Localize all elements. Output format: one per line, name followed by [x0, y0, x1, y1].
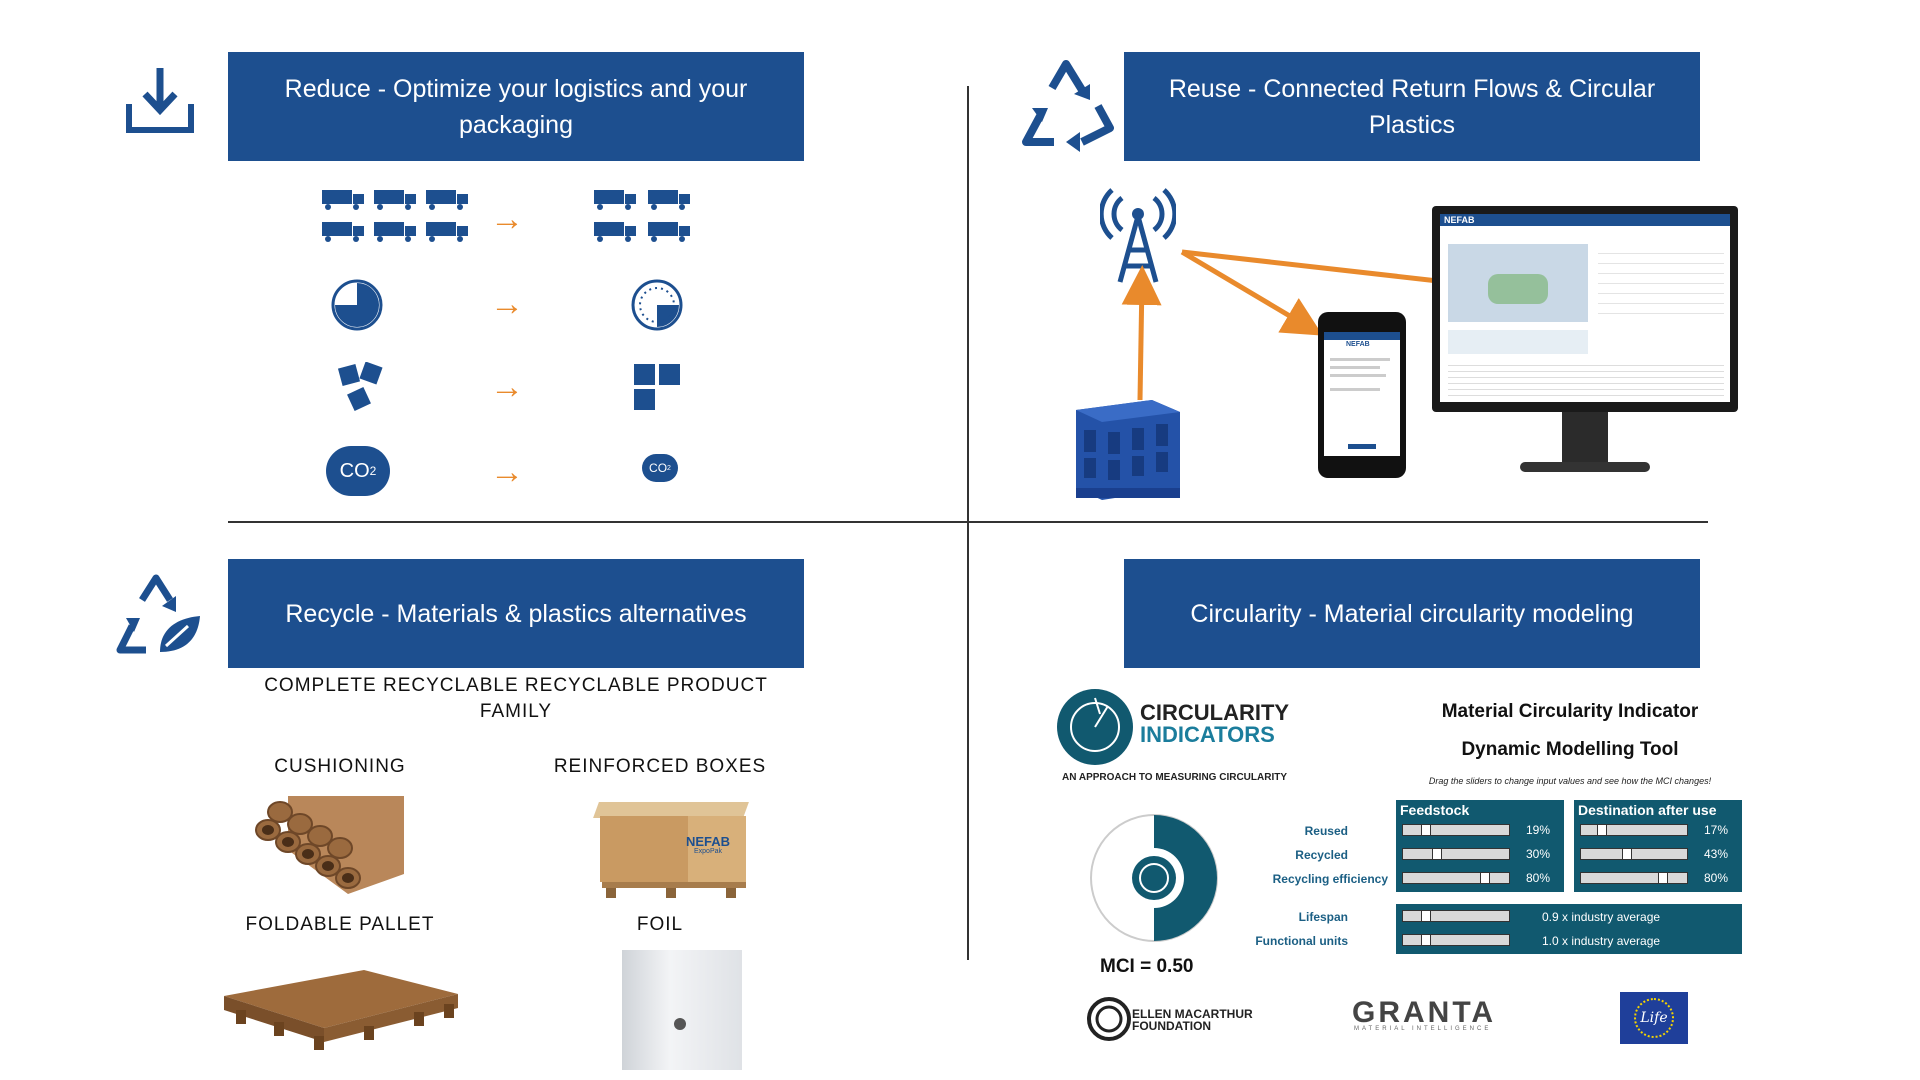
feedstock-header: Feedstock	[1400, 802, 1470, 818]
smartphone-image: NEFAB	[1318, 312, 1406, 478]
destination-panel: Destination after use 17% 43% 80%	[1574, 800, 1742, 892]
functional-units-value: 1.0 x industry average	[1542, 934, 1661, 948]
co2-text: CO	[339, 459, 370, 482]
reinforced-boxes-label: REINFORCED BOXES	[553, 756, 767, 777]
co2-text: CO	[649, 461, 668, 475]
ellen-line2: FOUNDATION	[1132, 1019, 1212, 1033]
ellen-macarthur-text: ELLEN MACARTHUR FOUNDATION	[1132, 1008, 1253, 1032]
feedstock-reused-value: 19%	[1526, 823, 1551, 837]
logo-line1: CIRCULARITY	[1140, 700, 1290, 725]
row-label-reused: Reused	[1304, 824, 1348, 838]
box-brand: NEFAB	[685, 834, 731, 849]
phone-brand: NEFAB	[1346, 341, 1370, 348]
plastic-crate-image	[1076, 400, 1180, 500]
mci-donut-chart	[1090, 814, 1218, 942]
tool-title-1: Material Circularity Indicator	[1441, 701, 1699, 722]
lifespan-panel: 0.9 x industry average 1.0 x industry av…	[1396, 904, 1742, 954]
mci-value-label: MCI = 0.50	[1100, 956, 1194, 977]
logo-line2: INDICATORS	[1140, 722, 1275, 747]
ordered-blocks-icon	[634, 364, 680, 410]
dashboard-map	[1448, 244, 1588, 322]
reinforced-box-image: NEFAB ExpoPak	[593, 794, 750, 900]
reduce-title: Reduce - Optimize your logistics and you…	[284, 74, 748, 139]
destination-header: Destination after use	[1578, 802, 1717, 818]
scattered-blocks-icon	[338, 362, 383, 411]
tool-instruction: Drag the sliders to change input values …	[1428, 776, 1712, 786]
foil-roll-image	[622, 950, 742, 1070]
arrow-icon: →	[490, 200, 524, 238]
download-icon	[126, 68, 194, 133]
box-brand-sub: ExpoPak	[693, 848, 723, 855]
functional-units-slider[interactable]	[1402, 934, 1510, 946]
life-text: Life	[1634, 998, 1674, 1038]
arrow-icon: →	[490, 368, 524, 406]
lifespan-value: 0.9 x industry average	[1542, 910, 1661, 924]
circularity-title: Circularity - Material circularity model…	[1190, 599, 1634, 628]
functional-units-label: Functional units	[1255, 934, 1348, 948]
clock-before-icon	[331, 279, 383, 331]
destination-recycled-slider[interactable]	[1580, 848, 1688, 860]
destination-recycled-value: 43%	[1704, 847, 1729, 861]
feedstock-efficiency-value: 80%	[1526, 871, 1551, 885]
cushioning-label: CUSHIONING	[274, 756, 406, 777]
mci-donut-fill	[1154, 815, 1217, 941]
horizontal-divider	[228, 521, 1708, 523]
monitor-screen: NEFAB	[1440, 214, 1730, 402]
arrow-icon: →	[490, 285, 524, 323]
monitor-image: NEFAB	[1432, 206, 1738, 472]
reuse-banner: Reuse - Connected Return Flows & Circula…	[1124, 52, 1700, 161]
dashboard-brand: NEFAB	[1444, 215, 1475, 225]
destination-efficiency-slider[interactable]	[1580, 872, 1688, 884]
phone-screen: NEFAB	[1324, 332, 1400, 456]
cushioning-image	[255, 796, 404, 894]
destination-efficiency-value: 80%	[1704, 871, 1729, 885]
arrow-icon: →	[490, 453, 524, 491]
lifespan-label: Lifespan	[1298, 910, 1348, 924]
ellen-line1: ELLEN MACARTHUR	[1132, 1007, 1253, 1021]
circularity-banner: Circularity - Material circularity model…	[1124, 559, 1700, 668]
circularity-logo-icon	[1057, 689, 1133, 765]
reduce-banner: Reduce - Optimize your logistics and you…	[228, 52, 804, 161]
feedstock-panel: Feedstock 19% 30% 80%	[1396, 800, 1564, 892]
foil-label: FOIL	[636, 914, 684, 935]
granta-tagline: MATERIAL INTELLIGENCE	[1354, 1026, 1492, 1032]
row-label-recycled: Recycled	[1295, 848, 1348, 862]
dashboard-table	[1448, 360, 1724, 396]
row-label-recycling-efficiency: Recycling efficiency	[1272, 872, 1388, 886]
trucks-after-icon	[594, 190, 690, 242]
destination-reused-slider[interactable]	[1580, 824, 1688, 836]
antenna-icon	[1100, 188, 1176, 283]
feedstock-recycled-slider[interactable]	[1402, 848, 1510, 860]
feedstock-efficiency-slider[interactable]	[1402, 872, 1510, 884]
recycle-subtitle: COMPLETE RECYCLABLE RECYCLABLE PRODUCT F…	[264, 675, 768, 722]
recycle-leaf-icon	[116, 574, 200, 654]
recycle-banner: Recycle - Materials & plastics alternati…	[228, 559, 804, 668]
tool-title-2: Dynamic Modelling Tool	[1461, 739, 1679, 760]
ellen-macarthur-logo-icon	[1087, 997, 1131, 1041]
vertical-divider	[967, 86, 969, 960]
recycle-arrows-icon	[1022, 60, 1114, 152]
destination-reused-value: 17%	[1704, 823, 1729, 837]
feedstock-reused-slider[interactable]	[1402, 824, 1510, 836]
feedstock-recycled-value: 30%	[1526, 847, 1551, 861]
phone-button	[1348, 444, 1376, 449]
reuse-title: Reuse - Connected Return Flows & Circula…	[1168, 74, 1656, 139]
recycle-title: Recycle - Materials & plastics alternati…	[285, 599, 747, 628]
foldable-pallet-image	[224, 970, 458, 1050]
clock-after-icon	[631, 279, 683, 331]
granta-logo: GRANTA	[1352, 996, 1497, 1029]
co2-subscript: 2	[369, 464, 377, 478]
co2-subscript: 2	[667, 464, 671, 472]
foldable-pallet-label: FOLDABLE PALLET	[245, 914, 435, 935]
lifespan-slider[interactable]	[1402, 910, 1510, 922]
trucks-before-icon	[322, 190, 468, 242]
eu-life-logo: Life	[1620, 992, 1688, 1044]
logo-tagline: AN APPROACH TO MEASURING CIRCULARITY	[1062, 772, 1288, 783]
